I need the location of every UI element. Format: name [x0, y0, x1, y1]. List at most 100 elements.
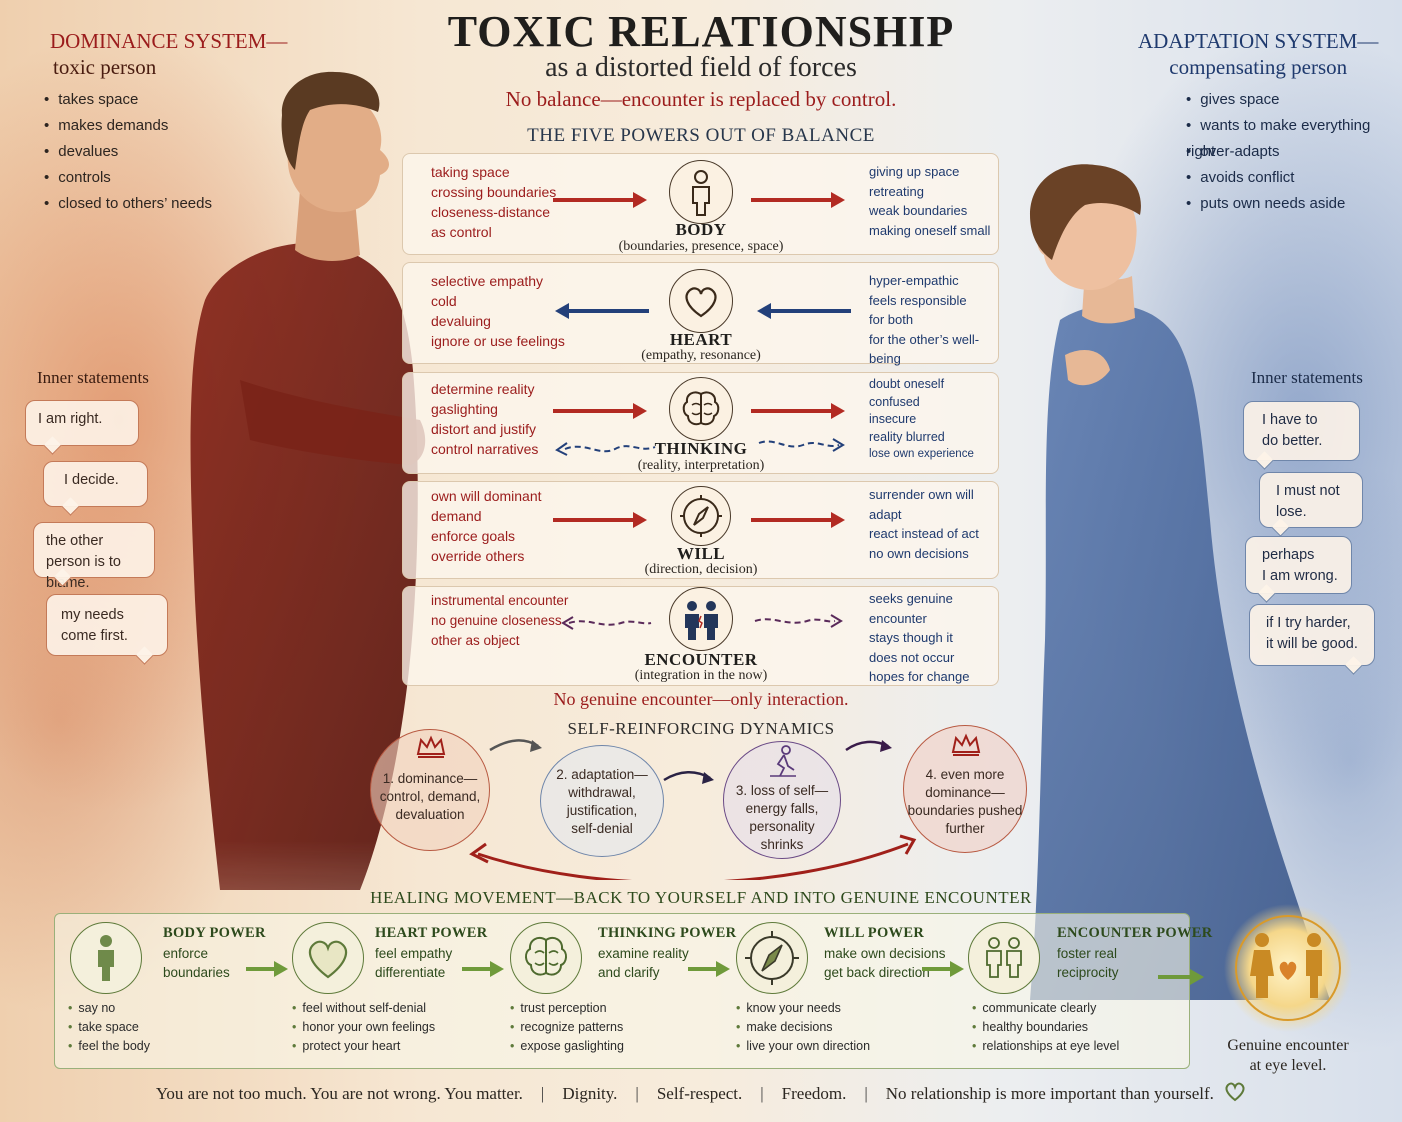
- left-inner-statements-title: Inner statements: [37, 368, 149, 387]
- adaptation-traits-list: gives space wants to make everything rig…: [1186, 87, 1402, 217]
- desc-line: and clarify: [598, 965, 660, 980]
- cycle-step-dominance: 1. dominance— control, demand, devaluati…: [370, 729, 490, 851]
- healing-step-desc: feel empathy differentiate: [375, 944, 452, 982]
- list-item: devalues: [44, 139, 212, 165]
- row-text: control narratives: [431, 441, 539, 457]
- person-icon: [70, 922, 142, 994]
- cycle-text: withdrawal,: [568, 785, 636, 800]
- thinking-dominance-list: determine reality gaslighting distort an…: [431, 379, 538, 459]
- red-arrow-right: [553, 512, 647, 528]
- row-text: crossing boundaries: [431, 184, 557, 200]
- bubble-text: I decide.: [64, 472, 119, 488]
- desc-line: make own decisions: [824, 946, 946, 961]
- cycle-text: boundaries pushed: [907, 803, 1023, 818]
- cycle-step-loss-of-self: 3. loss of self— energy falls, personali…: [723, 741, 841, 859]
- row-text: own will dominant: [431, 488, 542, 504]
- adaptation-title-line1: ADAPTATION SYSTEM—: [1138, 29, 1379, 53]
- row-text: instrumental encounter: [431, 593, 569, 608]
- row-text: determine reality: [431, 381, 535, 397]
- desc-line: feel empathy: [375, 946, 453, 961]
- power-row-thinking: determine reality gaslighting distort an…: [402, 372, 999, 474]
- bubble-text: perhaps: [1262, 547, 1315, 563]
- dominance-title-line1: DOMINANCE SYSTEM—: [50, 29, 288, 53]
- dominance-system-title: DOMINANCE SYSTEM— toxic person: [50, 28, 287, 80]
- two-people-icon: [968, 922, 1040, 994]
- row-text: cold: [431, 293, 457, 309]
- healing-step-title: THINKING POWER: [598, 925, 737, 941]
- row-text: lose own experience: [869, 448, 974, 460]
- brain-icon: [669, 377, 733, 441]
- cycle-step-more-dominance: 4. even more dominance— boundaries pushe…: [903, 725, 1027, 853]
- tagline: No balance—encounter is replaced by cont…: [505, 87, 897, 111]
- power-name: HEART: [669, 330, 733, 349]
- list-item: healthy boundaries: [972, 1018, 1119, 1037]
- row-text: react instead of act: [869, 526, 979, 541]
- dashed-double-arrow: [758, 438, 845, 452]
- healing-step-desc: make own decisions get back direction: [824, 944, 946, 982]
- crown-icon: [416, 735, 446, 758]
- list-item: say no: [68, 999, 150, 1018]
- speech-bubble: if I try harder, it will be good.: [1249, 604, 1375, 675]
- list-item: makes demands: [44, 113, 212, 139]
- bubble-text: I have to: [1262, 412, 1318, 428]
- body-dominance-list: taking space crossing boundaries closene…: [431, 162, 556, 242]
- power-sub: (boundaries, presence, space): [618, 239, 784, 254]
- power-sub: (reality, interpretation): [637, 458, 765, 473]
- red-arrow-right: [553, 192, 647, 208]
- row-text: hyper-empathic: [869, 273, 959, 288]
- purple-dashed-arrow-left: [561, 616, 652, 630]
- row-text: retreating: [869, 183, 924, 199]
- kneeling-person-icon: [770, 745, 796, 777]
- speech-bubble: I have to do better.: [1243, 401, 1360, 470]
- red-arrow-right: [751, 512, 845, 528]
- list-item: honor your own feelings: [292, 1018, 435, 1037]
- red-arrow-right: [553, 403, 647, 419]
- green-arrow-right: [246, 961, 288, 977]
- row-text: for both: [869, 312, 914, 327]
- healing-step-list: say no take space feel the body: [68, 999, 150, 1056]
- bubble-text: the other: [46, 533, 104, 549]
- row-text: stays though it: [869, 630, 953, 645]
- cycle-text: 4. even more: [925, 767, 1005, 782]
- heart-icon: [669, 269, 733, 333]
- healing-step-title: WILL POWER: [824, 925, 925, 941]
- cycle-text: self-denial: [571, 821, 633, 836]
- speech-bubble: the other person is to blame.: [33, 522, 155, 591]
- row-text: enforce goals: [431, 528, 516, 544]
- list-item: wants to make everything right: [1186, 113, 1402, 160]
- cycle-step-adaptation: 2. adaptation— withdrawal, justification…: [540, 745, 664, 857]
- bubble-text: lose.: [1276, 504, 1307, 520]
- bubble-text: I am right.: [38, 411, 103, 427]
- power-name: ENCOUNTER: [644, 650, 758, 669]
- bubble-text: do better.: [1262, 433, 1323, 449]
- thinking-adaptation-list: doubt oneself confused insecure reality …: [869, 376, 974, 464]
- list-item: puts own needs aside: [1186, 191, 1402, 217]
- genuine-encounter-emblem: [1224, 904, 1352, 1032]
- desc-line: boundaries: [163, 965, 230, 980]
- list-item: controls: [44, 165, 212, 191]
- power-name: WILL: [676, 544, 726, 563]
- genuine-encounter-label: Genuine encounter at eye level.: [1206, 1036, 1370, 1076]
- healing-step-title: ENCOUNTER POWER: [1057, 925, 1213, 941]
- row-text: does not occur: [869, 649, 955, 665]
- list-item: make decisions: [736, 1018, 870, 1037]
- cycle-text: devaluation: [395, 807, 465, 822]
- cycle-text: energy falls,: [745, 801, 819, 816]
- affirmation: Dignity.: [562, 1084, 618, 1103]
- desc-line: reciprocity: [1057, 965, 1119, 980]
- subtitle: as a distorted field of forces: [545, 52, 857, 83]
- blue-arrow-left: [757, 303, 851, 319]
- row-text: adapt: [869, 506, 902, 522]
- desc-line: get back direction: [824, 965, 930, 980]
- dominance-traits-list: takes space makes demands devalues contr…: [44, 87, 212, 217]
- cycle-text: further: [945, 821, 985, 836]
- desc-line: differentiate: [375, 965, 446, 980]
- dynamics-title: SELF-REINFORCING DYNAMICS: [567, 719, 835, 738]
- cycle-text: 1. dominance—: [382, 771, 478, 786]
- power-row-encounter: instrumental encounter no genuine closen…: [402, 586, 999, 686]
- speech-bubble: my needs come first.: [46, 594, 168, 665]
- list-item: recognize patterns: [510, 1018, 624, 1037]
- row-text: no own decisions: [869, 545, 969, 561]
- cycle-text: shrinks: [760, 837, 804, 852]
- power-sub: (empathy, resonance): [641, 348, 761, 363]
